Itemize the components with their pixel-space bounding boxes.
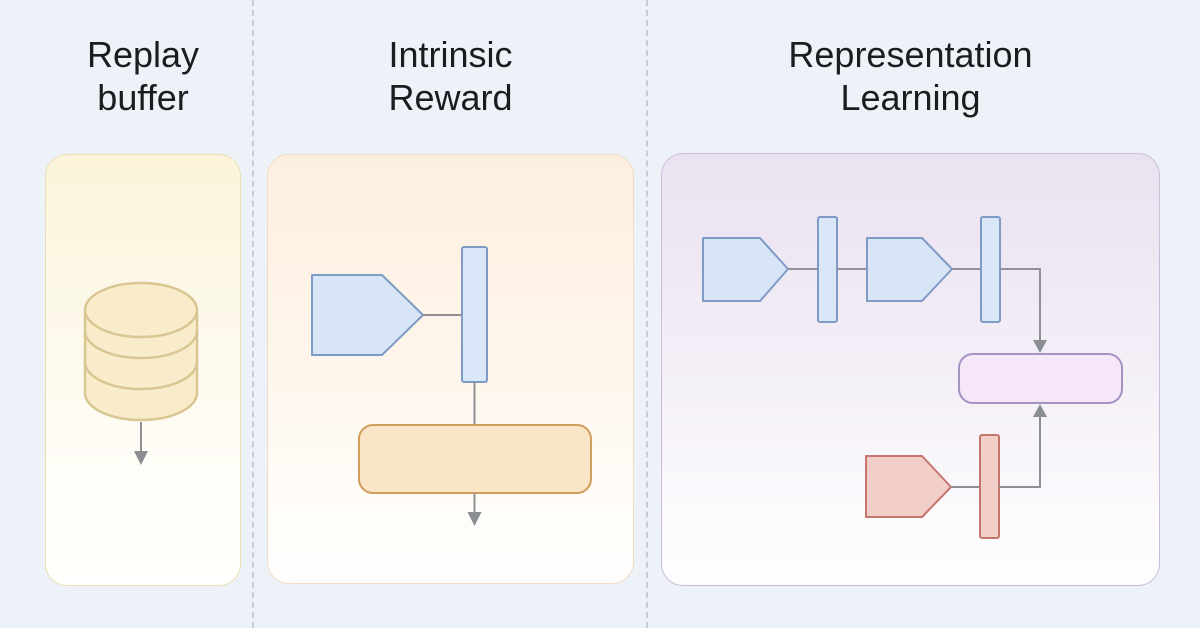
intrinsic-reward-panel <box>267 154 634 584</box>
embedding-bar <box>817 216 838 323</box>
column-divider-right <box>646 0 648 628</box>
replay-buffer-title: Replay buffer <box>45 33 241 119</box>
encoder-pentagon <box>866 237 953 302</box>
title-line: Reward <box>388 77 513 118</box>
title-line: Learning <box>840 77 981 118</box>
encoder-pentagon <box>702 237 789 302</box>
title-line: Intrinsic <box>388 34 513 75</box>
encoder-pentagon <box>311 274 424 356</box>
connector-elbow <box>1000 268 1041 341</box>
title-line: Representation <box>788 34 1033 75</box>
up-arrowhead <box>1033 404 1047 417</box>
target-encoder-pentagon <box>865 455 952 518</box>
embedding-bar <box>461 246 488 383</box>
sample-arrowhead <box>134 451 148 465</box>
title-line: buffer <box>97 77 189 118</box>
reward-output-arrowhead <box>467 512 482 526</box>
column-divider-left <box>252 0 254 628</box>
connector-elbow <box>999 416 1041 488</box>
target-embedding-bar <box>979 434 1000 539</box>
latent-representation-box <box>958 353 1123 404</box>
database-cylinder-icon <box>83 281 199 422</box>
cylinder-top <box>83 281 199 339</box>
representation-learning-title: Representation Learning <box>661 33 1160 119</box>
intrinsic-reward-title: Intrinsic Reward <box>267 33 634 119</box>
cylinder-ring-arc <box>83 330 199 360</box>
cylinder-body <box>83 310 199 422</box>
reward-box <box>358 424 592 494</box>
down-arrowhead <box>1033 340 1047 353</box>
embedding-bar <box>980 216 1001 323</box>
title-line: Replay <box>86 34 200 75</box>
cylinder-ring-arc <box>83 361 199 391</box>
